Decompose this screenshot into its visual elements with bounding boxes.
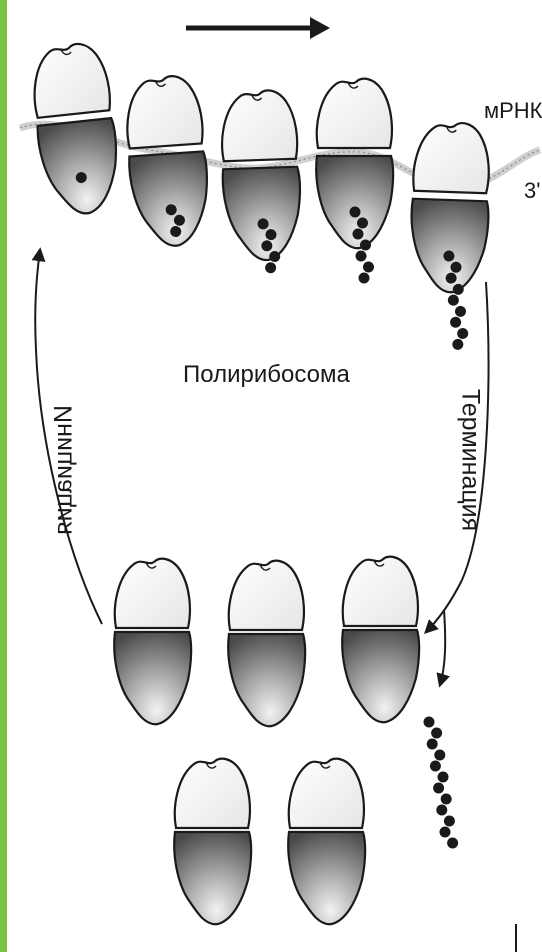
polypeptide-bead [430,761,441,772]
polypeptide-bead [265,262,276,273]
large-subunit [37,118,123,218]
polypeptide-bead [434,750,445,761]
ribosome-3 [220,89,303,274]
polypeptide-bead [450,317,461,328]
edge-mark [515,924,517,952]
polypeptide-bead [431,728,442,739]
free-ribosome-4 [174,759,251,924]
polypeptide-bead [441,794,452,805]
polypeptide-bead [424,717,435,728]
ribosome-2 [123,74,212,248]
polypeptide-bead [438,772,449,783]
polypeptide-bead [436,805,447,816]
polypeptide-bead [455,306,466,317]
large-subunit [129,151,212,248]
small-subunit [115,559,190,628]
polypeptide-bead [427,739,438,750]
polypeptide-bead [440,827,451,838]
polypeptide-bead [452,339,463,350]
polypeptide-bead [457,328,468,339]
small-subunit [175,759,250,828]
ribosome-1 [29,41,123,218]
released-polypeptide-chain [424,717,459,849]
termination-label: Терминация [456,389,485,531]
free-ribosome-5 [288,759,365,924]
free-ribosome-3 [342,557,419,722]
release-arrow [440,610,445,685]
large-subunit [288,832,365,924]
left-border-strip [0,0,7,952]
large-subunit [228,634,305,726]
small-subunit [317,79,392,148]
small-subunit [289,759,364,828]
mrna-label: мРНК [484,98,542,124]
polypeptide-bead [433,783,444,794]
polypeptide-bead [353,229,364,240]
polypeptide-bead [357,218,368,229]
large-subunit [342,630,419,722]
polypeptide-bead [356,251,367,262]
direction-arrow-head [310,17,330,39]
polypeptide-bead [350,207,361,218]
free-ribosome-1 [114,559,191,724]
polysome-label: Полирибосома [183,361,350,389]
small-subunit [229,561,304,630]
ribosome-5 [407,121,492,350]
ribosome-4 [316,79,393,284]
initiation-label: Инициация [50,405,79,535]
three-prime-label: 3' [524,178,540,204]
free-ribosome-2 [228,561,305,726]
polypeptide-bead [359,273,370,284]
polypeptide-bead [360,240,371,251]
polypeptide-bead [363,262,374,273]
polypeptide-bead [447,838,458,849]
small-subunit [343,557,418,626]
polypeptide-bead [444,816,455,827]
large-subunit [114,632,191,724]
large-subunit [174,832,251,924]
polypeptide-bead [448,294,459,305]
